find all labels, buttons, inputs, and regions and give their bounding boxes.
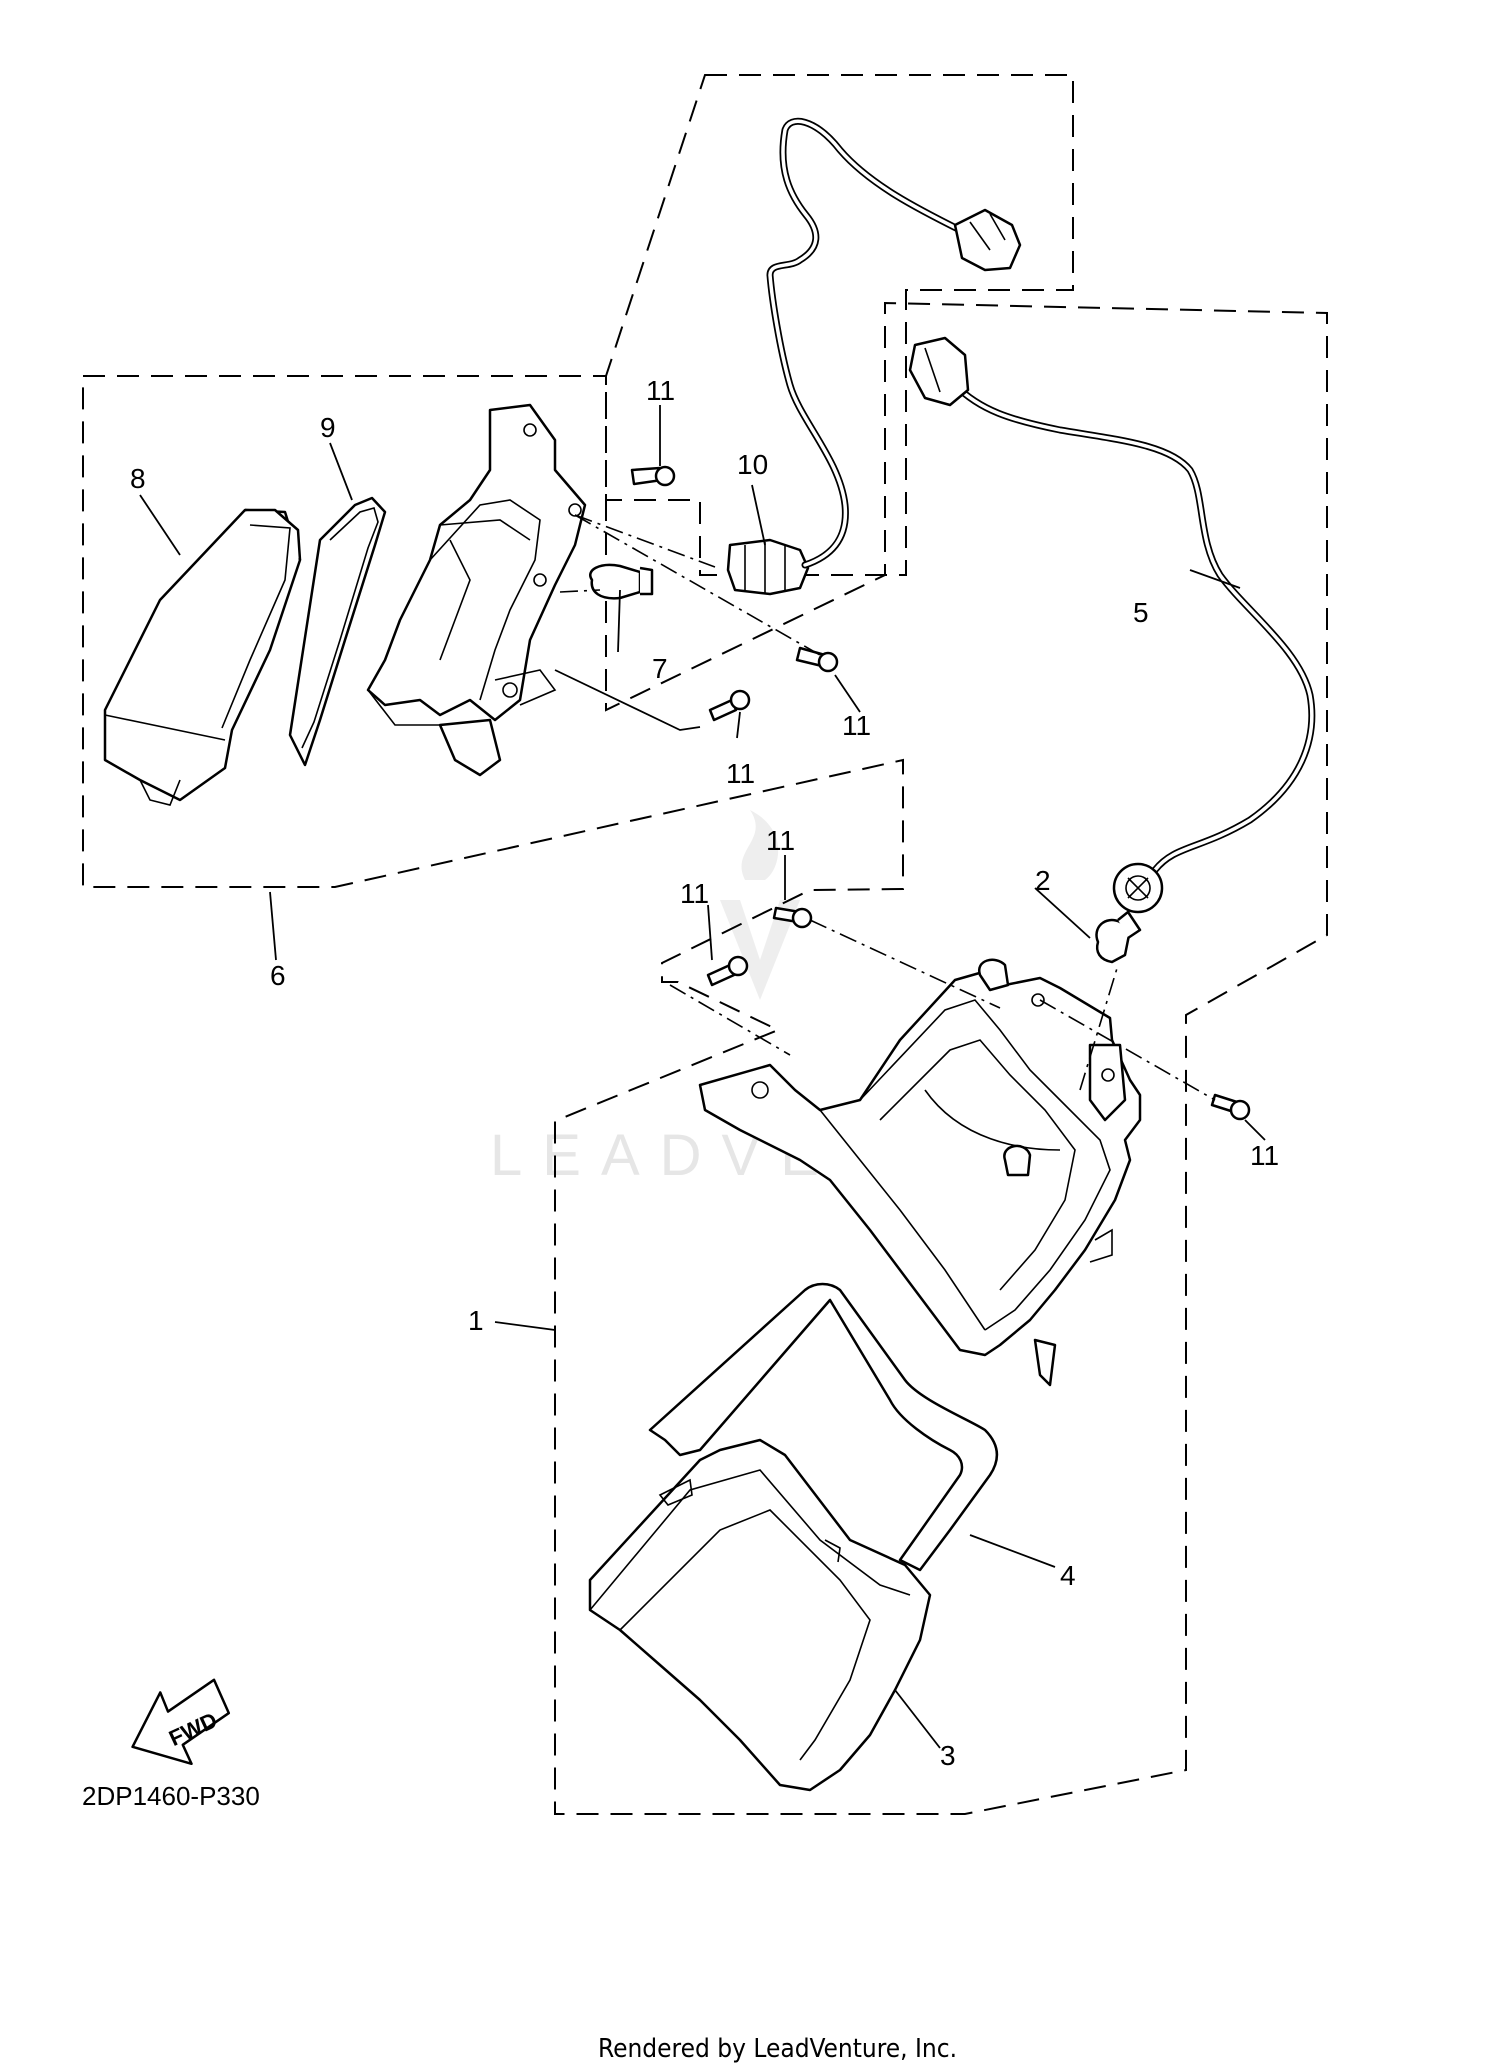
callout-3: 3 [940,1740,956,1771]
callout-11-b: 11 [842,710,871,741]
callout-8: 8 [130,463,146,494]
part-8-lens [103,508,302,806]
leader-lines [139,405,1266,1749]
part-9-gasket [288,496,387,767]
fwd-arrow-icon: FWD [131,1678,231,1766]
callout-11-e: 11 [680,878,709,909]
callout-10: 10 [737,449,768,480]
callout-11-f: 11 [1250,1140,1279,1171]
part-5-harness [908,336,1316,914]
group-boundary-left [82,301,1328,1815]
callout-7: 7 [652,653,668,684]
callout-6: 6 [270,960,286,991]
screws [630,465,1251,1121]
diagram-code: 2DP1460-P330 [82,1781,260,1811]
callout-4: 4 [1060,1560,1076,1591]
part-10-socket [726,538,810,596]
screw-6 [1210,1093,1251,1121]
screw-2 [795,646,839,673]
part-2-bulb [1095,910,1142,964]
screw-4 [772,906,813,929]
callout-5: 5 [1133,597,1149,628]
callout-2: 2 [1035,865,1051,896]
part-1-housing [698,958,1142,1387]
part-3-lens [588,1438,932,1792]
callout-9: 9 [320,412,336,443]
footer-credit: Rendered by LeadVenture, Inc. [598,2034,957,2064]
screw-3 [708,689,751,722]
screw-5 [706,955,749,987]
centre-lines [554,514,1216,1101]
part-7-bulb [589,563,654,600]
part-4-gasket [648,1282,999,1572]
callouts: 1 2 3 4 5 6 7 8 9 10 11 11 11 11 11 11 [130,375,1279,1771]
part-6-housing [366,403,587,777]
callout-1: 1 [468,1305,484,1336]
callout-11-c: 11 [726,758,755,789]
callout-11-d: 11 [766,825,795,856]
callout-11-a: 11 [646,375,675,406]
screw-1 [630,465,676,487]
harness-upper [766,117,1022,569]
